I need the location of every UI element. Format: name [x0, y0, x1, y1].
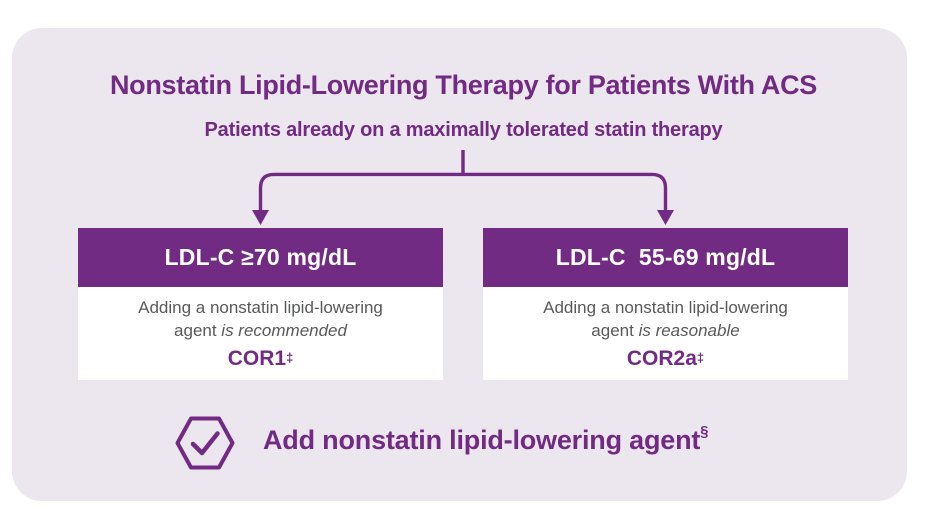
branch-box-ldl-ge-70: LDL-C ≥70 mg/dL Adding a nonstatin lipid… — [78, 228, 443, 380]
branch-header-ldl-ge-70: LDL-C ≥70 mg/dL — [78, 228, 443, 287]
cor-rating: COR1‡ — [227, 347, 294, 370]
page-subtitle: Patients already on a maximally tolerate… — [204, 119, 723, 141]
branch-header-label: LDL-C ≥70 mg/dL — [164, 244, 357, 270]
hexagon-outline — [175, 416, 235, 470]
footer-footnote-marker: § — [700, 423, 709, 440]
check-icon — [190, 431, 220, 456]
checkmark-hexagon-icon — [175, 416, 235, 470]
branch-body-line2: agent is recommended — [174, 321, 347, 340]
cor-footnote-marker: ‡ — [286, 350, 294, 365]
branch-header-ldl-55-69: LDL-C 55-69 mg/dL — [483, 228, 848, 287]
branch-header-label: LDL-C 55-69 mg/dL — [555, 244, 776, 270]
branch-body-ldl-ge-70: Adding a nonstatin lipid-lowering agent … — [78, 287, 443, 380]
page-title: Nonstatin Lipid-Lowering Therapy for Pat… — [109, 70, 818, 100]
branch-body-ldl-55-69: Adding a nonstatin lipid-lowering agent … — [483, 287, 848, 380]
branch-body-line1: Adding a nonstatin lipid-lowering — [543, 298, 788, 317]
branch-body-line1: Adding a nonstatin lipid-lowering — [138, 298, 383, 317]
cor-footnote-marker: ‡ — [696, 350, 705, 365]
branch-body-line2: agent is reasonable — [591, 321, 740, 340]
branch-box-ldl-55-69: LDL-C 55-69 mg/dL Adding a nonstatin lip… — [483, 228, 848, 380]
footer-action-label: Add nonstatin lipid-lowering agent§ — [263, 423, 709, 455]
cor-rating: COR2a‡ — [626, 347, 705, 370]
